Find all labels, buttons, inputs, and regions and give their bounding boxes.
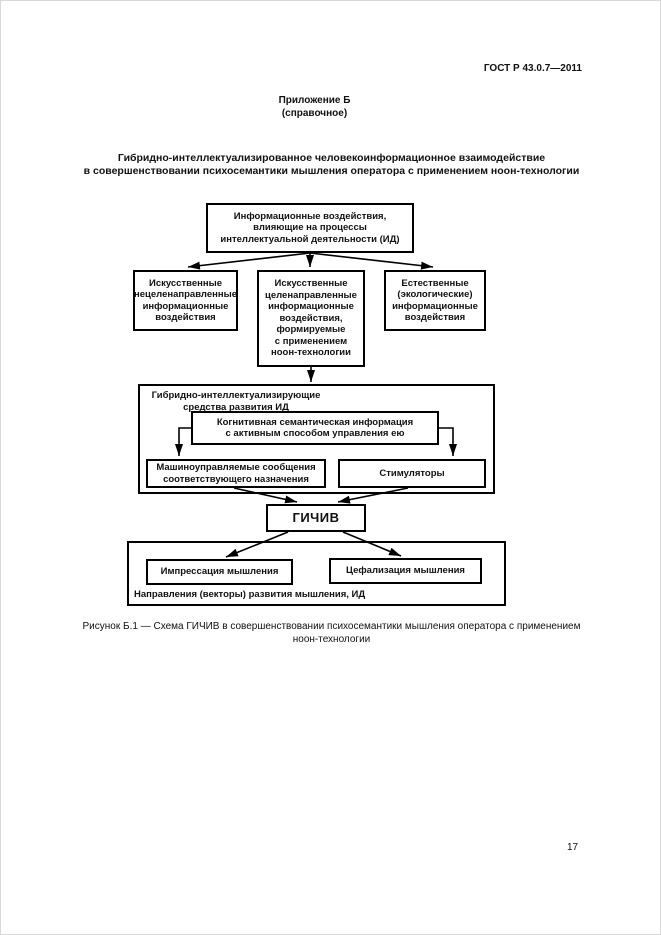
figure-caption: Рисунок Б.1 — Схема ГИЧИВ в совершенство…	[82, 621, 581, 645]
box-impressation: Импрессация мышления	[146, 559, 293, 585]
box-machine-controlled-messages: Машиноуправляемые сообщения соответствую…	[146, 459, 326, 488]
box-stimulators: Стимуляторы	[338, 459, 486, 488]
box-cognitive-semantic-info: Когнитивная семантическая информация с а…	[191, 411, 439, 445]
standard-reference: ГОСТ Р 43.0.7—2011	[483, 63, 582, 74]
box-gichiv: ГИЧИВ	[266, 504, 366, 532]
box-cephalization: Цефализация мышления	[329, 558, 482, 584]
arrow-top-to-left	[187, 252, 311, 270]
arrow-top-to-right	[309, 252, 434, 270]
box-artificial-targeted: Искусственные целенаправленные информаци…	[257, 270, 365, 367]
document-title: Гибридно-интеллектуализированное человек…	[83, 152, 580, 177]
page-number: 17	[567, 842, 579, 853]
frame-development-directions-label: Направления (векторы) развития мышления,…	[134, 588, 366, 600]
appendix-heading: Приложение Б (справочное)	[278, 95, 351, 119]
frame-hybrid-means-label: Гибридно-интеллектуализирующие средства …	[151, 390, 321, 413]
box-information-influences: Информационные воздействия, влияющие на …	[206, 203, 414, 253]
box-artificial-nontargeted: Искусственные нецеленаправленные информа…	[133, 270, 238, 331]
box-natural-ecological: Естественные (экологические) информацион…	[384, 270, 486, 331]
